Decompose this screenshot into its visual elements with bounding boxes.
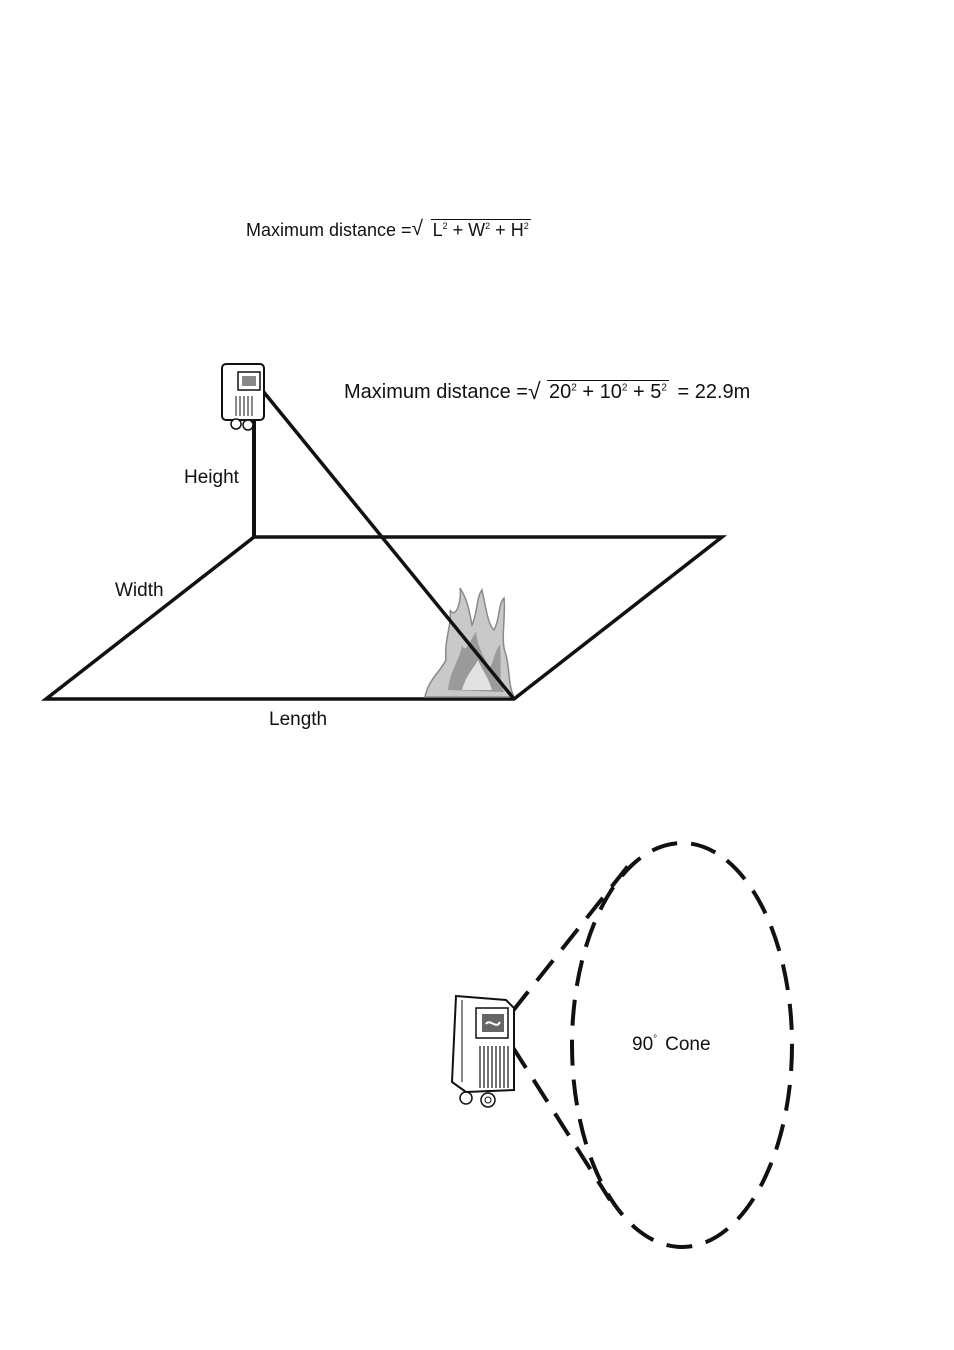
cone-word: Cone: [665, 1034, 710, 1055]
height-label: Height: [184, 467, 240, 488]
cone-edge-top: [512, 856, 636, 1012]
length-label: Length: [269, 709, 327, 730]
cone-angle: 90: [632, 1034, 653, 1055]
sight-line: [258, 385, 514, 699]
flame-detector-top: [222, 364, 264, 430]
room-floor: [46, 537, 722, 699]
cone-edge-bottom: [512, 1046, 610, 1200]
width-label: Width: [115, 580, 164, 601]
cone-label: 90° Cone: [632, 1034, 711, 1055]
degree-symbol: °: [653, 1034, 657, 1045]
flame-detector-bottom: [452, 996, 514, 1107]
